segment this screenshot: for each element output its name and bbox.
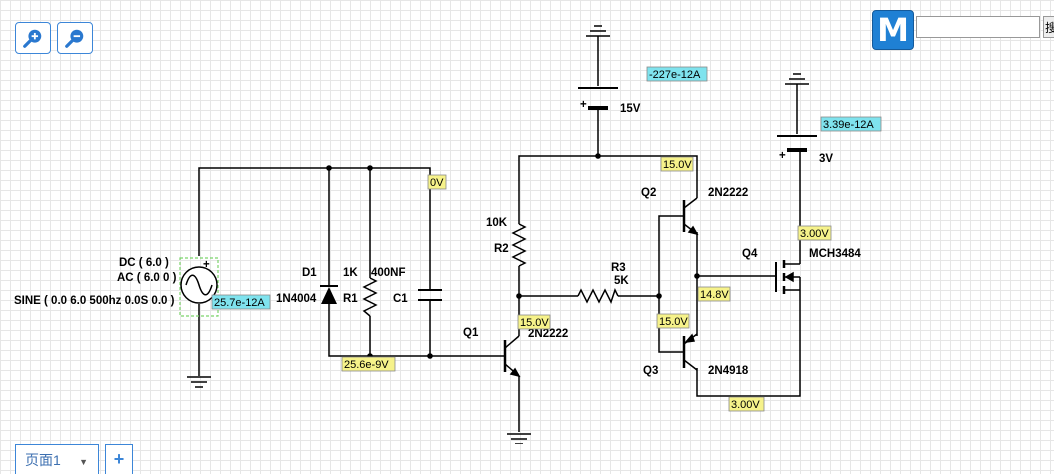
junction — [595, 153, 601, 159]
svg-text:3.00V: 3.00V — [731, 399, 760, 411]
q3-name: Q3 — [643, 365, 658, 377]
probe-c1-voltage[interactable]: 0V — [427, 174, 447, 190]
ground-15v[interactable] — [586, 25, 610, 37]
transistor-q2[interactable] — [682, 197, 699, 236]
q2-part: 2N2222 — [708, 187, 748, 199]
svg-text:15.0V: 15.0V — [520, 317, 549, 329]
r1-name: R1 — [343, 293, 358, 305]
probe-q4-voltage[interactable]: 3.00V — [797, 225, 832, 241]
probe-bottom-node[interactable]: 25.6e-9V — [341, 356, 396, 372]
zoom-in-button[interactable] — [15, 22, 51, 54]
q4-name: Q4 — [742, 248, 758, 260]
svg-text:25.6e-9V: 25.6e-9V — [344, 359, 389, 371]
resistor-r2[interactable] — [511, 223, 527, 267]
svg-text:0V: 0V — [430, 177, 444, 189]
r1-value: 1K — [343, 267, 358, 279]
wire-top-left[interactable] — [198, 167, 431, 290]
resistor-r1[interactable] — [362, 277, 378, 317]
svg-text:3.39e-12A: 3.39e-12A — [823, 119, 874, 131]
battery-15v-value: 15V — [620, 103, 641, 115]
r2-name: R2 — [494, 243, 509, 255]
brand-logo[interactable]: M — [872, 10, 914, 50]
probe-mid-voltage[interactable]: 14.8V — [697, 286, 731, 302]
q1-name: Q1 — [463, 327, 479, 339]
battery-3v-value: 3V — [819, 153, 833, 165]
mosfet-q4[interactable] — [775, 258, 801, 296]
transistor-q3[interactable] — [682, 333, 698, 371]
probe-q1-voltage[interactable]: 15.0V — [517, 314, 551, 330]
wire-top-mid[interactable] — [518, 155, 698, 224]
ground-3v[interactable] — [785, 73, 809, 85]
r3-value: 5K — [614, 275, 629, 287]
c1-name: C1 — [393, 293, 408, 305]
junction — [516, 293, 522, 299]
search-button[interactable]: 搜 — [1043, 16, 1054, 38]
q1-part: 2N2222 — [528, 328, 568, 340]
wire-q2-base[interactable] — [658, 215, 684, 353]
add-page-button[interactable]: + — [105, 444, 133, 474]
wire-bottom-right[interactable] — [696, 296, 801, 397]
chevron-down-icon[interactable]: ▼ — [79, 457, 88, 467]
d1-name: D1 — [302, 267, 317, 279]
diode-d1[interactable] — [320, 285, 338, 304]
svg-text:-227e-12A: -227e-12A — [649, 69, 701, 81]
r2-value: 10K — [486, 217, 508, 229]
d1-part: 1N4004 — [276, 293, 317, 305]
junction — [367, 165, 373, 171]
source-plus: + — [203, 259, 210, 271]
ground-source[interactable] — [187, 376, 211, 388]
r3-name: R3 — [611, 262, 626, 274]
page-tab-label: 页面1 — [25, 451, 61, 468]
probe-q3-voltage[interactable]: 15.0V — [656, 313, 690, 329]
svg-text:15.0V: 15.0V — [659, 316, 688, 328]
svg-text:14.8V: 14.8V — [700, 289, 729, 301]
svg-text:15.0V: 15.0V — [663, 159, 692, 171]
page-tab[interactable]: 页面1 ▼ — [15, 444, 99, 474]
junction — [694, 273, 700, 279]
probe-bottom-right-voltage[interactable]: 3.00V — [728, 396, 765, 412]
probe-15v-current[interactable]: -227e-12A — [646, 66, 708, 82]
zoom-in-icon — [23, 29, 42, 48]
schematic-canvas[interactable]: + + + — [0, 0, 1054, 444]
battery-15v-plus: + — [580, 99, 587, 111]
ac-source[interactable] — [179, 257, 219, 317]
q4-part: MCH3484 — [809, 248, 861, 260]
capacitor-c1[interactable] — [418, 289, 442, 301]
source-ac-label: AC ( 6.0 0 ) — [117, 272, 177, 284]
ground-q1[interactable] — [507, 433, 531, 444]
zoom-out-icon — [65, 29, 84, 48]
junction — [427, 353, 433, 359]
source-dc-label: DC ( 6.0 ) — [119, 257, 169, 269]
c1-value: 400NF — [371, 267, 406, 279]
source-sine-label: SINE ( 0.0 6.0 500hz 0.0S 0.0 ) — [14, 295, 175, 307]
q2-name: Q2 — [641, 187, 656, 199]
svg-text:3.00V: 3.00V — [800, 228, 829, 240]
probe-source-current[interactable]: 25.7e-12A — [211, 294, 271, 310]
junction — [326, 165, 332, 171]
probe-3v-current[interactable]: 3.39e-12A — [820, 116, 882, 132]
junction — [656, 293, 662, 299]
probe-q2-voltage[interactable]: 15.0V — [660, 156, 694, 172]
search-input[interactable] — [916, 16, 1040, 38]
battery-3v-plus: + — [779, 150, 786, 162]
q3-part: 2N4918 — [708, 365, 749, 377]
resistor-r3[interactable] — [577, 288, 619, 304]
svg-text:25.7e-12A: 25.7e-12A — [214, 297, 265, 309]
battery-3v[interactable] — [777, 135, 817, 152]
zoom-out-button[interactable] — [57, 22, 93, 54]
battery-15v[interactable] — [578, 87, 618, 110]
transistor-q1[interactable] — [503, 335, 521, 378]
wire-bottom-left[interactable] — [328, 304, 505, 357]
